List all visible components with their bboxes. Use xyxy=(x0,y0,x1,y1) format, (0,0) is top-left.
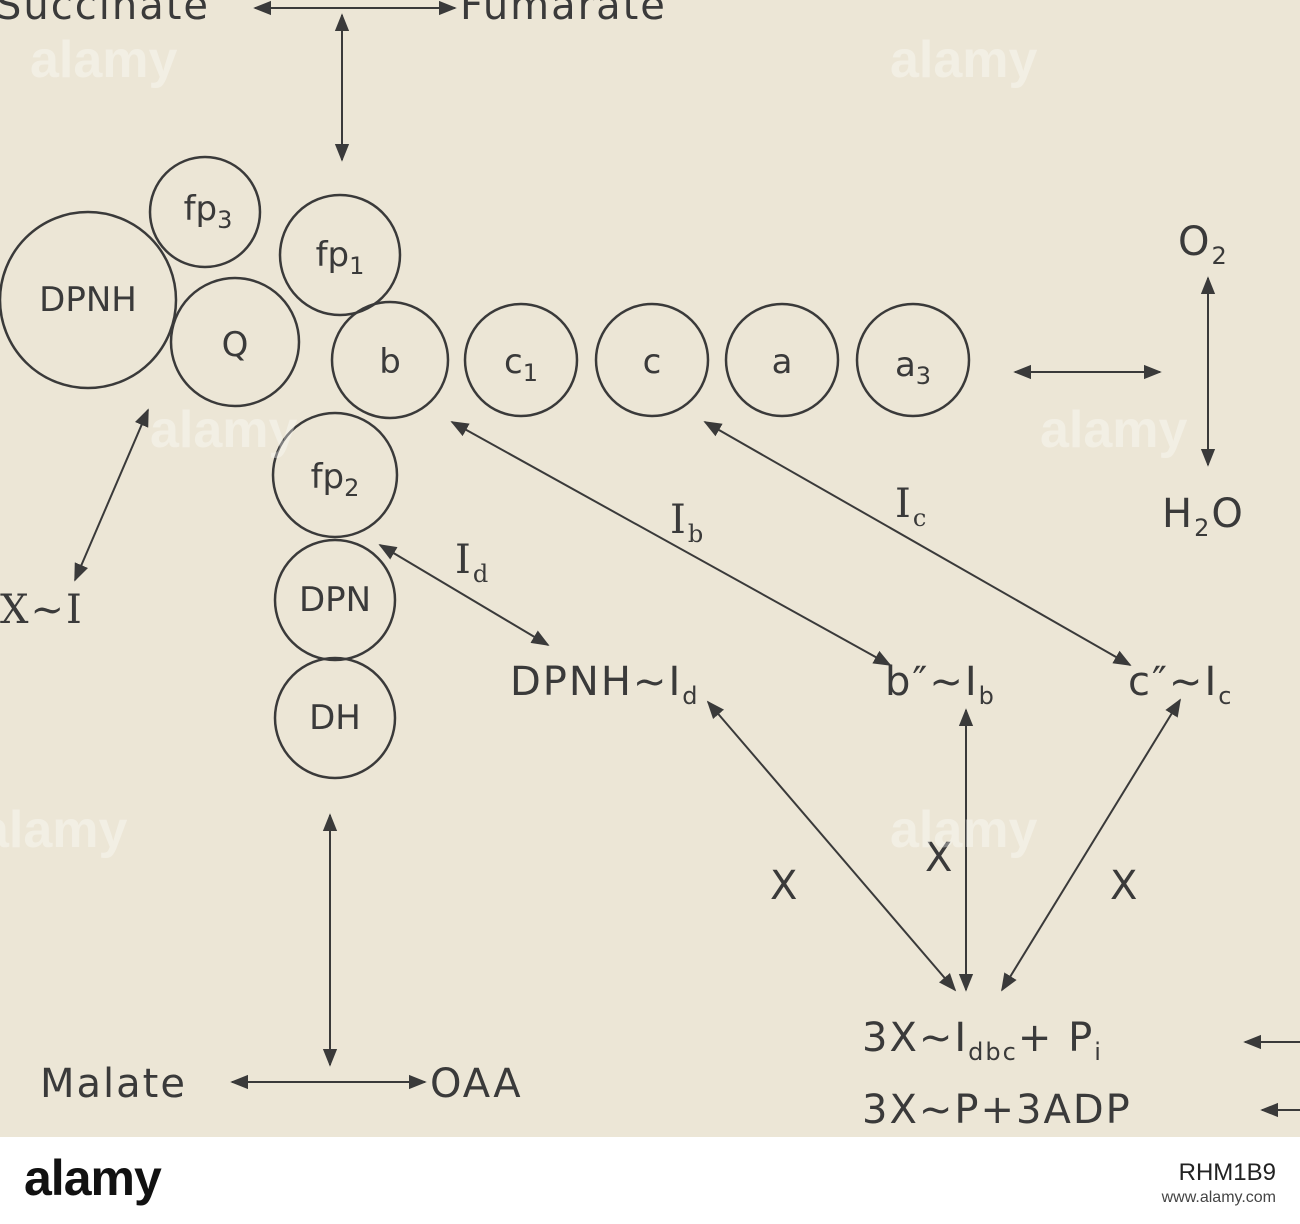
a3-node xyxy=(855,302,971,418)
diagram-figure: Succinate Fumarate DPNH fp3 fp1 Q b c1 c… xyxy=(0,0,1300,1133)
dpnhid-3x-arrow xyxy=(706,700,957,992)
x-label-right: X xyxy=(1110,863,1140,909)
fp1-node xyxy=(278,193,402,317)
dpn-node-label: DPN xyxy=(298,580,372,620)
fp3-node-label: fp3 xyxy=(183,189,233,234)
b-node-label: b xyxy=(379,342,401,382)
x-label-middle: X xyxy=(925,835,955,881)
fp3-node xyxy=(148,155,262,269)
id-arrow-label: Id xyxy=(455,537,491,588)
dpnh-node xyxy=(0,210,178,390)
c-node xyxy=(594,302,710,418)
q-xi-arrow xyxy=(74,408,149,582)
c-ic-label: c″~Ic xyxy=(1128,659,1234,710)
fumarate-label: Fumarate xyxy=(460,0,667,29)
dpnh-node-label: DPNH xyxy=(39,280,137,320)
image-id-code: RHM1B9 xyxy=(1178,1159,1276,1186)
c-cic-arrow xyxy=(703,421,1132,666)
fp2-node xyxy=(271,411,399,539)
a-node-label: a xyxy=(771,342,793,382)
c1-node xyxy=(463,302,579,418)
x-label-left: X xyxy=(770,863,800,909)
q-node-label: Q xyxy=(221,325,249,365)
a-node xyxy=(724,302,840,418)
b-ib-label: b″~Ib xyxy=(885,659,996,710)
alamy-logo: alamy xyxy=(24,1150,162,1206)
a3-node-label: a3 xyxy=(894,345,932,390)
fp1-node-label: fp1 xyxy=(315,235,365,280)
malate-label: Malate xyxy=(40,1061,187,1107)
cic-3x-arrow xyxy=(1001,698,1181,992)
image-id: RHM1B9 www.alamy.com xyxy=(1162,1157,1276,1209)
h2o-label: H2O xyxy=(1162,491,1245,542)
succinate-label: Succinate xyxy=(0,0,210,29)
footer-bar: alamy RHM1B9 www.alamy.com xyxy=(0,1137,1300,1224)
c1-node-label: c1 xyxy=(504,342,538,387)
dpnh-id-label: DPNH~Id xyxy=(510,659,700,710)
xi-label: X~I xyxy=(0,587,84,633)
ic-arrow-label: Ic xyxy=(895,481,929,532)
ib-arrow-label: Ib xyxy=(670,497,706,548)
site-url: www.alamy.com xyxy=(1161,1189,1276,1207)
equation-line-1: 3X~Idbc+ Pi xyxy=(862,1015,1103,1066)
dh-node xyxy=(273,656,397,780)
oaa-label: OAA xyxy=(430,1061,523,1107)
q-node xyxy=(169,276,301,408)
b-node xyxy=(330,300,450,420)
o2-label: O2 xyxy=(1178,219,1229,270)
equation-line-2: 3X~P+3ADP xyxy=(862,1087,1132,1133)
diagram-svg xyxy=(0,0,1300,1118)
c-node-label: c xyxy=(642,342,662,382)
dh-node-label: DH xyxy=(309,698,361,738)
fp2-node-label: fp2 xyxy=(310,457,360,502)
